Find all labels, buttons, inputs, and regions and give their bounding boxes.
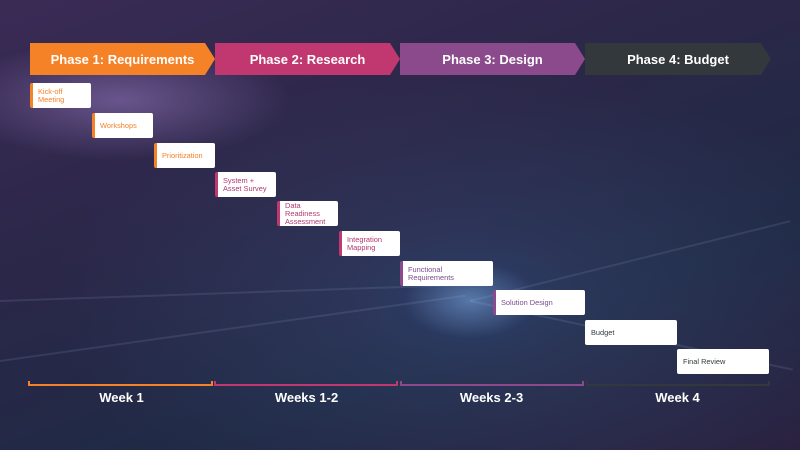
weeks-2-3-bracket (400, 381, 584, 386)
phase-2-header: Phase 2: Research (215, 43, 400, 75)
task-budget: Budget (585, 320, 677, 345)
task-kickoff-meeting: Kick-off Meeting (30, 83, 91, 108)
task-system-asset-survey: System + Asset Survey (215, 172, 276, 197)
phase-4-label: Phase 4: Budget (627, 51, 729, 67)
task-functional-requirements: Functional Requirements (400, 261, 493, 286)
task-solution-design: Solution Design (493, 290, 585, 315)
phase-1-header: Phase 1: Requirements (30, 43, 215, 75)
week-1-label: Week 1 (99, 390, 144, 405)
week-4-bracket (586, 381, 770, 386)
task-data-readiness-assessment: Data Readiness Assessment (277, 201, 338, 226)
phase-3-header: Phase 3: Design (400, 43, 585, 75)
weeks-1-2-label: Weeks 1-2 (274, 390, 339, 405)
task-prioritization: Prioritization (154, 143, 215, 168)
phase-4-header: Phase 4: Budget (585, 43, 771, 75)
phase-3-label: Phase 3: Design (442, 51, 543, 67)
phase-1-label: Phase 1: Requirements (50, 51, 195, 67)
task-workshops: Workshops (92, 113, 153, 138)
phase-2-label: Phase 2: Research (249, 51, 366, 67)
task-integration-mapping: Integration Mapping (339, 231, 400, 256)
weeks-2-3-label: Weeks 2-3 (459, 390, 524, 405)
weeks-1-2-bracket (214, 381, 398, 386)
week-1-bracket (28, 381, 213, 386)
task-final-review: Final Review (677, 349, 769, 374)
week-4-label: Week 4 (655, 390, 700, 405)
